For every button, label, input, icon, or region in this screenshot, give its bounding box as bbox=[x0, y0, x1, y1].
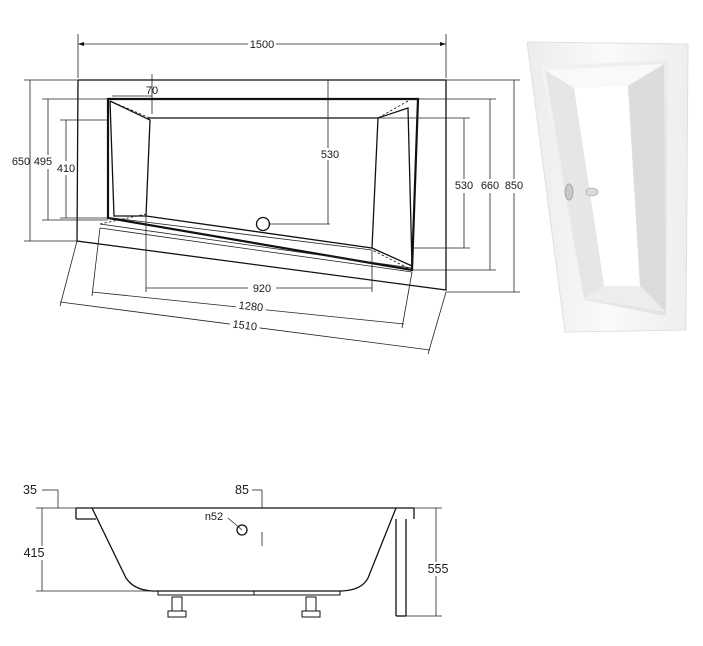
dim-70 bbox=[112, 74, 153, 114]
dim-label-85: 85 bbox=[235, 483, 249, 497]
dim-35 bbox=[42, 489, 59, 508]
dim-label-1500: 1500 bbox=[250, 39, 274, 51]
dim-label-35: 35 bbox=[23, 483, 37, 497]
dim-label-410: 410 bbox=[57, 163, 75, 175]
overflow-icon bbox=[236, 524, 248, 536]
dim-label-660: 660 bbox=[481, 180, 499, 192]
rim-outline bbox=[75, 507, 415, 520]
dim-label-70: 70 bbox=[146, 85, 158, 97]
dim-label-555: 555 bbox=[428, 562, 449, 576]
dim-right-lines bbox=[378, 79, 520, 293]
dim-label-495: 495 bbox=[34, 156, 52, 168]
dim-label-530-right: 530 bbox=[455, 180, 473, 192]
dim-85 bbox=[252, 489, 263, 508]
dim-label-1280: 1280 bbox=[238, 300, 264, 314]
dim-label-n52: n52 bbox=[205, 511, 223, 523]
dim-label-530-center: 530 bbox=[321, 149, 339, 161]
outer-outline bbox=[76, 79, 447, 291]
dim-label-415: 415 bbox=[24, 546, 45, 560]
dim-415 bbox=[36, 507, 150, 592]
bowl-outline bbox=[99, 100, 413, 273]
dim-label-650: 650 bbox=[12, 156, 30, 168]
bowl-profile bbox=[91, 507, 397, 592]
support-panel bbox=[395, 519, 407, 617]
dim-label-1510: 1510 bbox=[232, 319, 258, 334]
bowl-dashed-edges bbox=[99, 100, 413, 271]
feet bbox=[157, 590, 341, 618]
dim-left-lines bbox=[24, 79, 112, 242]
dim-label-920: 920 bbox=[253, 283, 271, 295]
dim-label-850: 850 bbox=[505, 180, 523, 192]
